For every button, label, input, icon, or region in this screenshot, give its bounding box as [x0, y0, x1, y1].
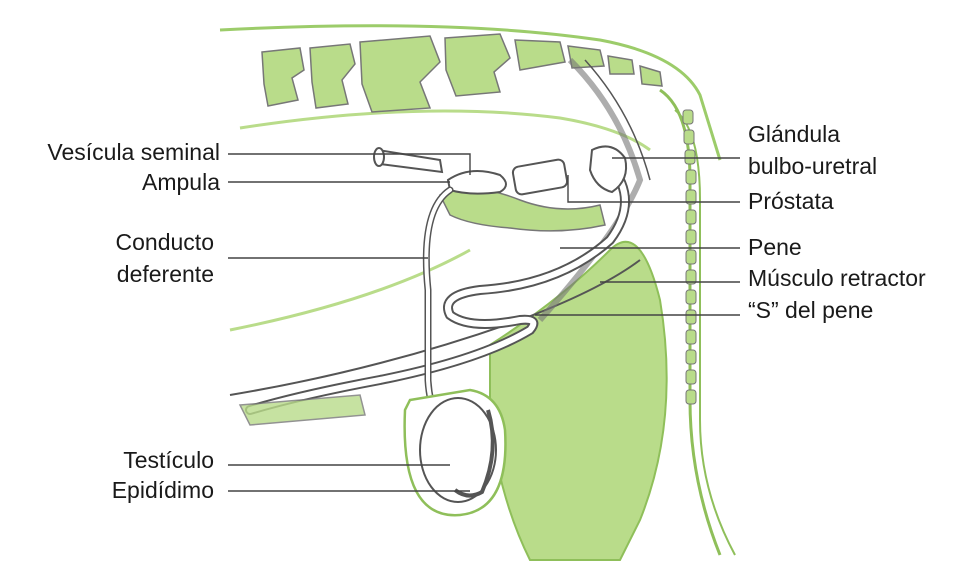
vertebra [262, 48, 304, 106]
label-s-del-pene: “S” del pene [748, 297, 873, 323]
prostate [512, 159, 568, 196]
tail [660, 90, 735, 555]
label-musculo-retractor: Músculo retractor [748, 265, 926, 291]
bulbourethral-gland [590, 146, 626, 192]
vertebra [640, 66, 662, 86]
label-pene: Pene [748, 234, 802, 260]
label-conducto-line2: deferente [117, 261, 214, 287]
vertebra [445, 34, 510, 96]
vertebra [360, 36, 440, 112]
label-ampula: Ampula [142, 169, 220, 195]
vertebra [310, 44, 355, 108]
prepuce [240, 395, 365, 425]
label-glandula-line2: bulbo-uretral [748, 153, 877, 179]
label-epididimo: Epidídimo [112, 477, 214, 503]
label-prostata: Próstata [748, 188, 834, 214]
label-testiculo: Testículo [123, 447, 214, 473]
vertebra [608, 56, 634, 74]
ampulla [448, 171, 506, 194]
vertebra [515, 40, 565, 70]
label-vesicula-seminal: Vesícula seminal [47, 139, 220, 165]
spine-region [220, 26, 720, 160]
label-glandula-line1: Glándula [748, 121, 840, 147]
belly-line [230, 250, 470, 330]
label-conducto-line1: Conducto [116, 229, 214, 255]
